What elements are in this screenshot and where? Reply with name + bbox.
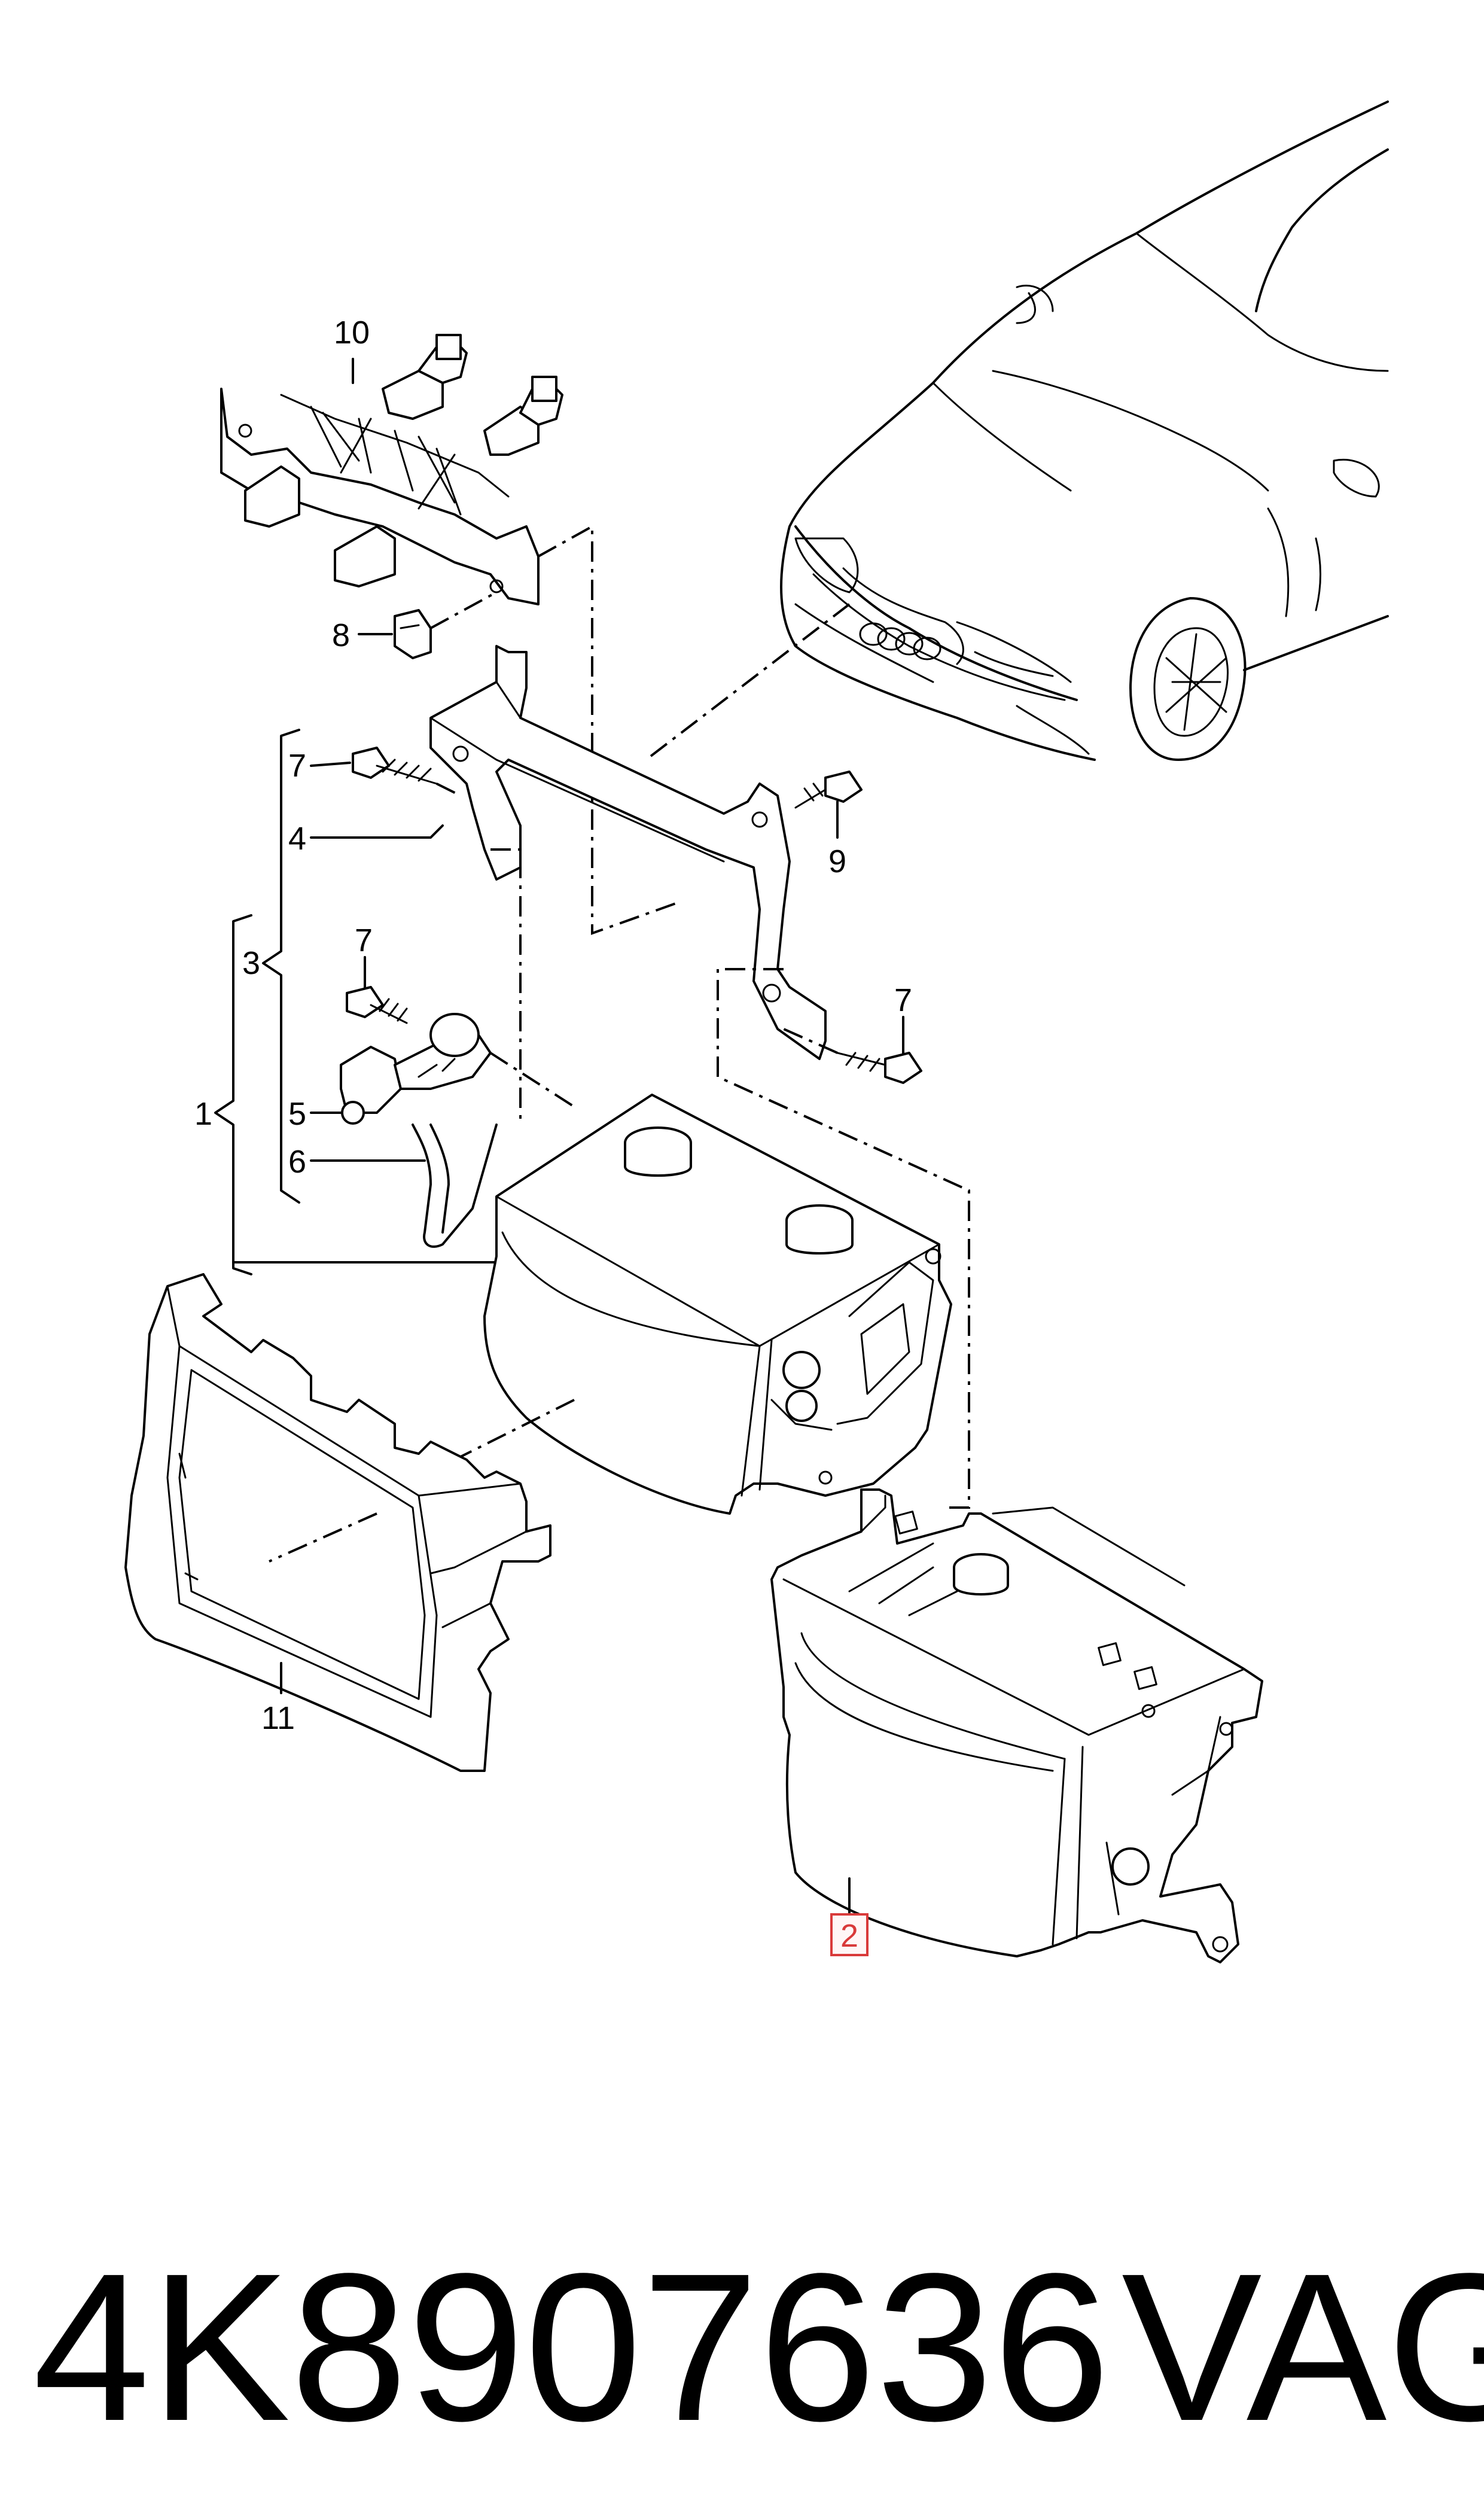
callout-4[interactable]: 4 <box>288 821 306 857</box>
dash-7c-down <box>717 968 970 1509</box>
part-7-bolt-b <box>346 986 408 1024</box>
fog-lamp-housing <box>483 1094 952 1515</box>
callout-11[interactable]: 11 <box>261 1700 295 1736</box>
brace-1 <box>214 914 252 1275</box>
dash-bezel-center <box>269 1512 377 1563</box>
dash-4-down <box>490 848 522 1119</box>
dash-7c <box>783 1028 838 1054</box>
leader-4 <box>310 824 444 839</box>
callout-8[interactable]: 8 <box>332 617 350 653</box>
dash-5-to-housing <box>489 1052 575 1108</box>
part-7-bolt-c <box>836 1052 922 1084</box>
callout-10[interactable]: 10 <box>334 315 370 351</box>
callout-9[interactable]: 9 <box>828 844 846 879</box>
dash-7a <box>436 783 461 797</box>
part-5-connector <box>340 1013 492 1125</box>
part-4-bracket <box>429 645 827 1060</box>
callout-7c[interactable]: 7 <box>894 982 912 1018</box>
part-6-wire <box>412 1123 498 1248</box>
dash-housing-to-frame <box>454 1399 575 1461</box>
part-7-bolt-a <box>352 747 438 785</box>
part-11-bezel <box>124 1273 551 1772</box>
brace-3 <box>262 729 300 1204</box>
callout-2-highlight-box <box>830 1913 869 1956</box>
dash-8-to-carrier <box>430 591 497 629</box>
callout-1[interactable]: 1 <box>194 1096 212 1132</box>
dash-frame-top <box>538 524 677 935</box>
part-number-caption: 4K8907636 <box>33 2229 1110 2465</box>
part-8-clip <box>394 609 432 659</box>
callout-7b[interactable]: 7 <box>355 922 373 958</box>
callout-3[interactable]: 3 <box>242 945 260 981</box>
callout-7a[interactable]: 7 <box>288 748 306 784</box>
part-10-nozzle-carrier <box>220 334 563 605</box>
brand-caption: VAG <box>1122 2229 1484 2465</box>
part-2-fog-lamp <box>770 1488 1263 1963</box>
callout-6[interactable]: 6 <box>288 1144 306 1180</box>
leader-car-to-bracket <box>645 603 851 761</box>
leader-7a <box>310 762 351 767</box>
callout-5[interactable]: 5 <box>288 1096 306 1132</box>
part-9-bolt <box>794 771 863 809</box>
car-illustration <box>780 101 1389 761</box>
callout-2[interactable]: 2 <box>840 1918 858 1954</box>
